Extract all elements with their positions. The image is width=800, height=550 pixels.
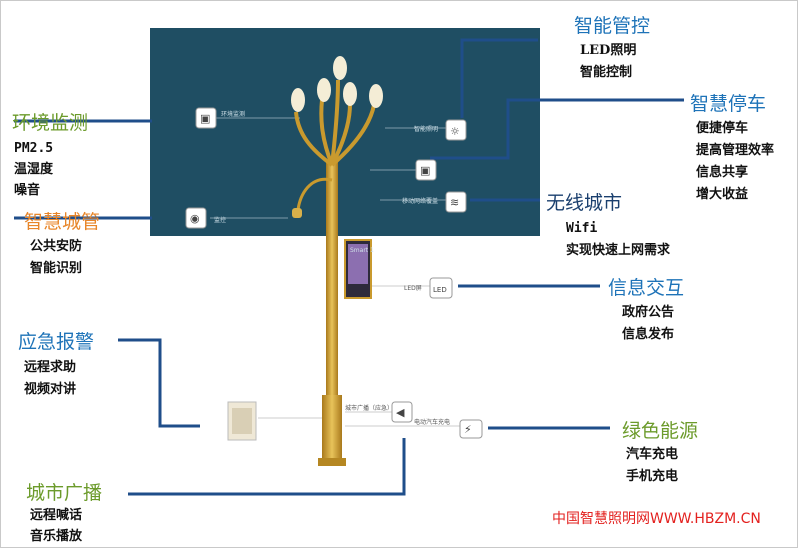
pole-label-wifi: 移动网络覆盖 xyxy=(402,197,438,205)
category-smart-control-title: 智能管控 xyxy=(574,15,651,37)
info-interaction-item: 信息发布 xyxy=(622,327,675,342)
category-wireless-city-title: 无线城市 xyxy=(546,192,623,214)
monitor-icon: ▣ xyxy=(200,112,210,125)
smart-city-mgmt-item: 公共安防 xyxy=(30,239,83,254)
sun-icon: ☼ xyxy=(450,125,460,138)
watermark-text: 中国智慧照明网WWW.HBZM.CN xyxy=(552,511,761,527)
pole-label-led: LED屏 xyxy=(404,285,422,292)
smart-parking-item: 增大收益 xyxy=(696,187,749,202)
pole-icons xyxy=(185,107,483,439)
pole-label-camera: 监控 xyxy=(214,216,226,224)
info-screen xyxy=(344,239,372,299)
camera-icon: ◉ xyxy=(190,212,200,225)
green-energy-item: 手机充电 xyxy=(626,469,679,484)
led-icon: LED xyxy=(433,286,447,294)
speaker-icon: ◀ xyxy=(396,406,405,419)
connector-smart-parking xyxy=(430,98,684,160)
env-monitor-item: 温湿度 xyxy=(14,162,54,177)
city-broadcast-item: 音乐播放 xyxy=(30,529,83,544)
wifi-icon: ≋ xyxy=(450,196,459,209)
emergency-box xyxy=(227,401,257,441)
category-smart-city-mgmt-title: 智慧城管 xyxy=(24,211,101,233)
connector-emergency xyxy=(118,338,200,428)
leader-lines xyxy=(210,117,460,427)
category-city-broadcast-title: 城市广播 xyxy=(26,482,103,504)
screen-text: Smart 1 xyxy=(350,247,374,254)
category-smart-parking-title: 智慧停车 xyxy=(690,93,767,115)
connector-broadcast xyxy=(128,438,406,496)
wireless-city-item: 实现快速上网需求 xyxy=(566,243,671,258)
smart-city-mgmt-item: 智能识别 xyxy=(30,261,83,276)
emergency-alarm-item: 远程求助 xyxy=(24,360,77,375)
smart-control-item: LED照明 xyxy=(580,43,637,58)
lamp-buds xyxy=(291,56,383,112)
parking-icon: ▣ xyxy=(420,164,430,177)
category-green-energy-title: 绿色能源 xyxy=(622,420,699,442)
category-env-monitor-title: 环境监测 xyxy=(12,112,89,134)
smart-control-item: 智能控制 xyxy=(580,65,633,80)
category-info-interaction-title: 信息交互 xyxy=(608,277,685,299)
smart-parking-item: 提高管理效率 xyxy=(696,143,775,158)
city-broadcast-item: 远程喊话 xyxy=(30,508,83,523)
wireless-city-item: Wifi xyxy=(566,221,598,236)
connector-smart-control xyxy=(460,38,538,118)
emergency-alarm-item: 视频对讲 xyxy=(24,382,77,397)
car-icon: ⚡ xyxy=(464,423,472,436)
smart-parking-item: 便捷停车 xyxy=(696,121,749,136)
lamp-pole xyxy=(292,79,376,466)
env-monitor-item: 噪音 xyxy=(14,183,41,198)
connector-lines xyxy=(14,38,684,496)
env-monitor-item: PM2.5 xyxy=(14,141,54,156)
info-interaction-item: 政府公告 xyxy=(622,305,675,320)
pole-label-lighting: 智能照明 xyxy=(414,125,438,133)
pole-label-charging: 电动汽车充电 xyxy=(414,418,450,426)
icon-glyphs: ▣ ☼ ▣ ≋ ◉ LED ◀ ⚡ xyxy=(190,112,472,436)
category-emergency-alarm-title: 应急报警 xyxy=(18,331,95,353)
pole-label-env: 环境监测 xyxy=(221,110,245,118)
green-energy-item: 汽车充电 xyxy=(626,447,679,462)
pole-label-broadcast: 城市广播（应急） xyxy=(345,404,393,412)
smart-parking-item: 信息共享 xyxy=(696,165,749,180)
